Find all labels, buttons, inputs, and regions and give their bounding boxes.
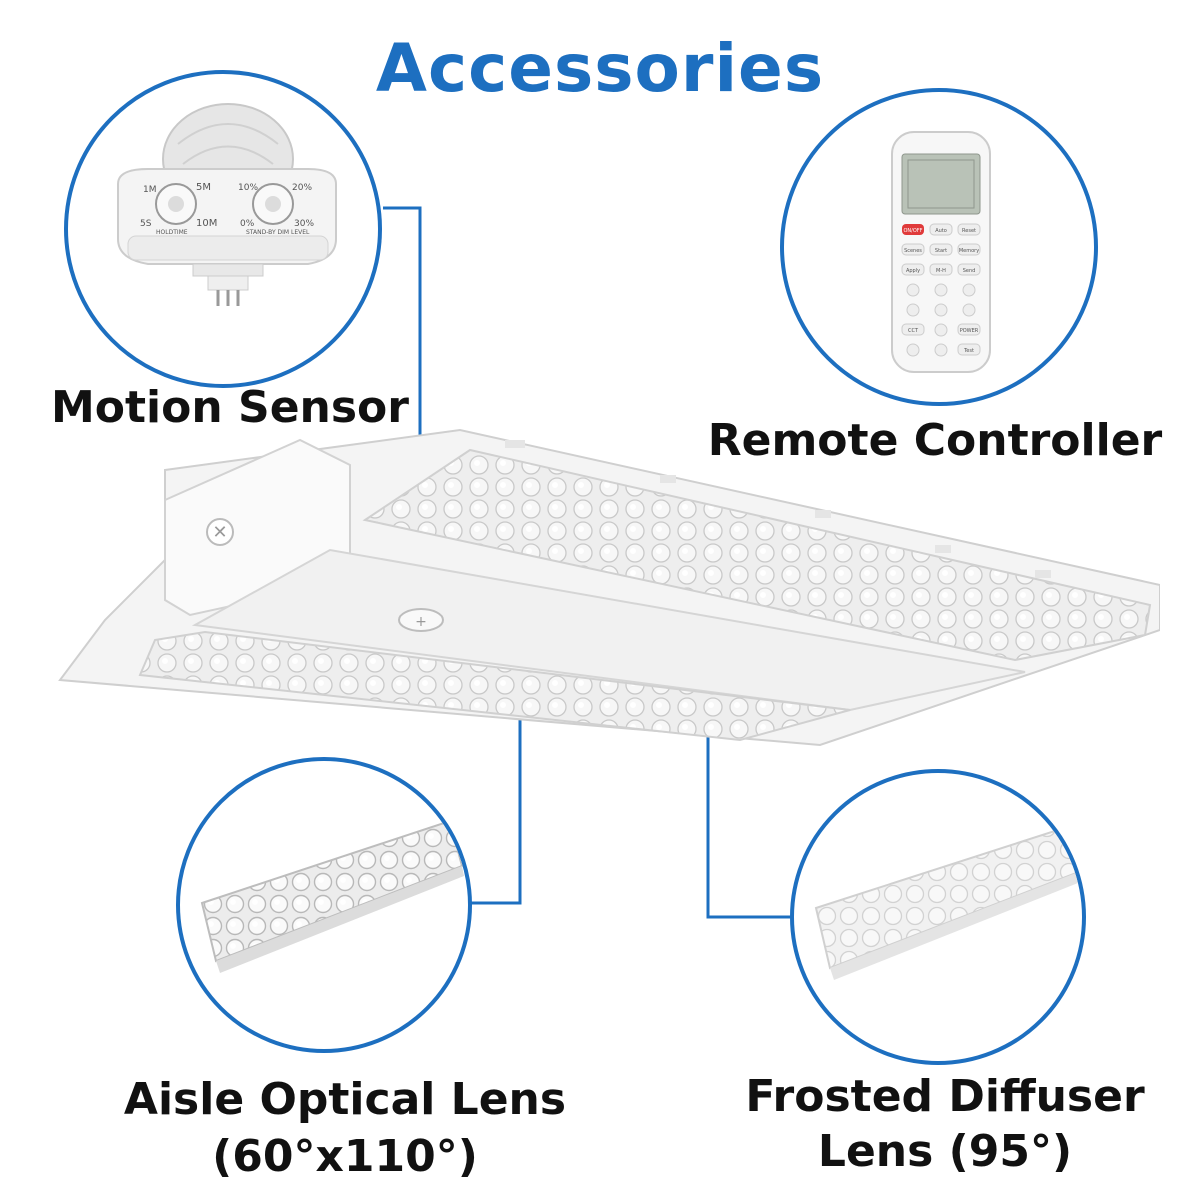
mh-button-label: M-H xyxy=(936,268,946,274)
holdtime-mark-5m: 5M xyxy=(196,182,211,193)
standby-mark-20: 20% xyxy=(292,183,312,193)
onoff-button-label: ON/OFF xyxy=(903,228,922,234)
apply-button-label: Apply xyxy=(906,268,920,274)
standby-mark-0: 0% xyxy=(240,219,255,229)
frosted-lens-label-line2: Lens (95°) xyxy=(817,1126,1073,1177)
motion-sensor-icon: 1M 5M 5S 10M 10% 20% 0% 30% HOLDTIME STA… xyxy=(117,103,337,306)
remote-controller-label: Remote Controller xyxy=(707,415,1163,466)
frosted-lens-label-line1: Frosted Diffuser xyxy=(745,1071,1145,1122)
holdtime-mark-5s: 5S xyxy=(140,219,152,229)
motion-sensor-label: Motion Sensor xyxy=(51,382,409,433)
remote-controller-circle: ON/OFF Auto Reset Scenes Start Memory Ap… xyxy=(780,88,1098,406)
svg-text:✕: ✕ xyxy=(212,522,227,543)
cct-button-label: CCT xyxy=(908,328,919,334)
test-button-label: Test xyxy=(963,348,974,354)
standby-caption: STAND-BY DIM LEVEL xyxy=(246,229,310,236)
aisle-lens-label-line1: Aisle Optical Lens xyxy=(123,1074,567,1125)
holdtime-caption: HOLDTIME xyxy=(156,229,188,236)
standby-mark-30: 30% xyxy=(294,219,314,229)
memory-button-label: Memory xyxy=(959,248,979,254)
reset-button-label: Reset xyxy=(962,228,976,234)
svg-text:+: + xyxy=(415,614,427,630)
scenes-button-label: Scenes xyxy=(904,248,922,254)
frosted-lens-icon xyxy=(814,826,1078,980)
remote-controller-icon: ON/OFF Auto Reset Scenes Start Memory Ap… xyxy=(891,131,991,373)
frosted-lens-circle xyxy=(790,769,1086,1065)
aisle-lens-label-line2: (60°x110°) xyxy=(212,1131,478,1182)
holdtime-mark-1m: 1M xyxy=(143,185,157,195)
page-title: Accessories xyxy=(375,30,825,107)
auto-button-label: Auto xyxy=(935,228,947,234)
holdtime-mark-10m: 10M xyxy=(196,218,217,229)
motion-sensor-circle: 1M 5M 5S 10M 10% 20% 0% 30% HOLDTIME STA… xyxy=(64,70,382,388)
standby-mark-10: 10% xyxy=(238,183,258,193)
send-button-label: Send xyxy=(963,268,976,274)
linear-high-bay-fixture-icon: ✕ + xyxy=(58,428,1160,747)
aisle-lens-icon xyxy=(200,819,464,973)
start-button-label: Start xyxy=(935,248,947,254)
aisle-lens-circle xyxy=(176,757,472,1053)
power-button-label: POWER xyxy=(960,328,979,334)
